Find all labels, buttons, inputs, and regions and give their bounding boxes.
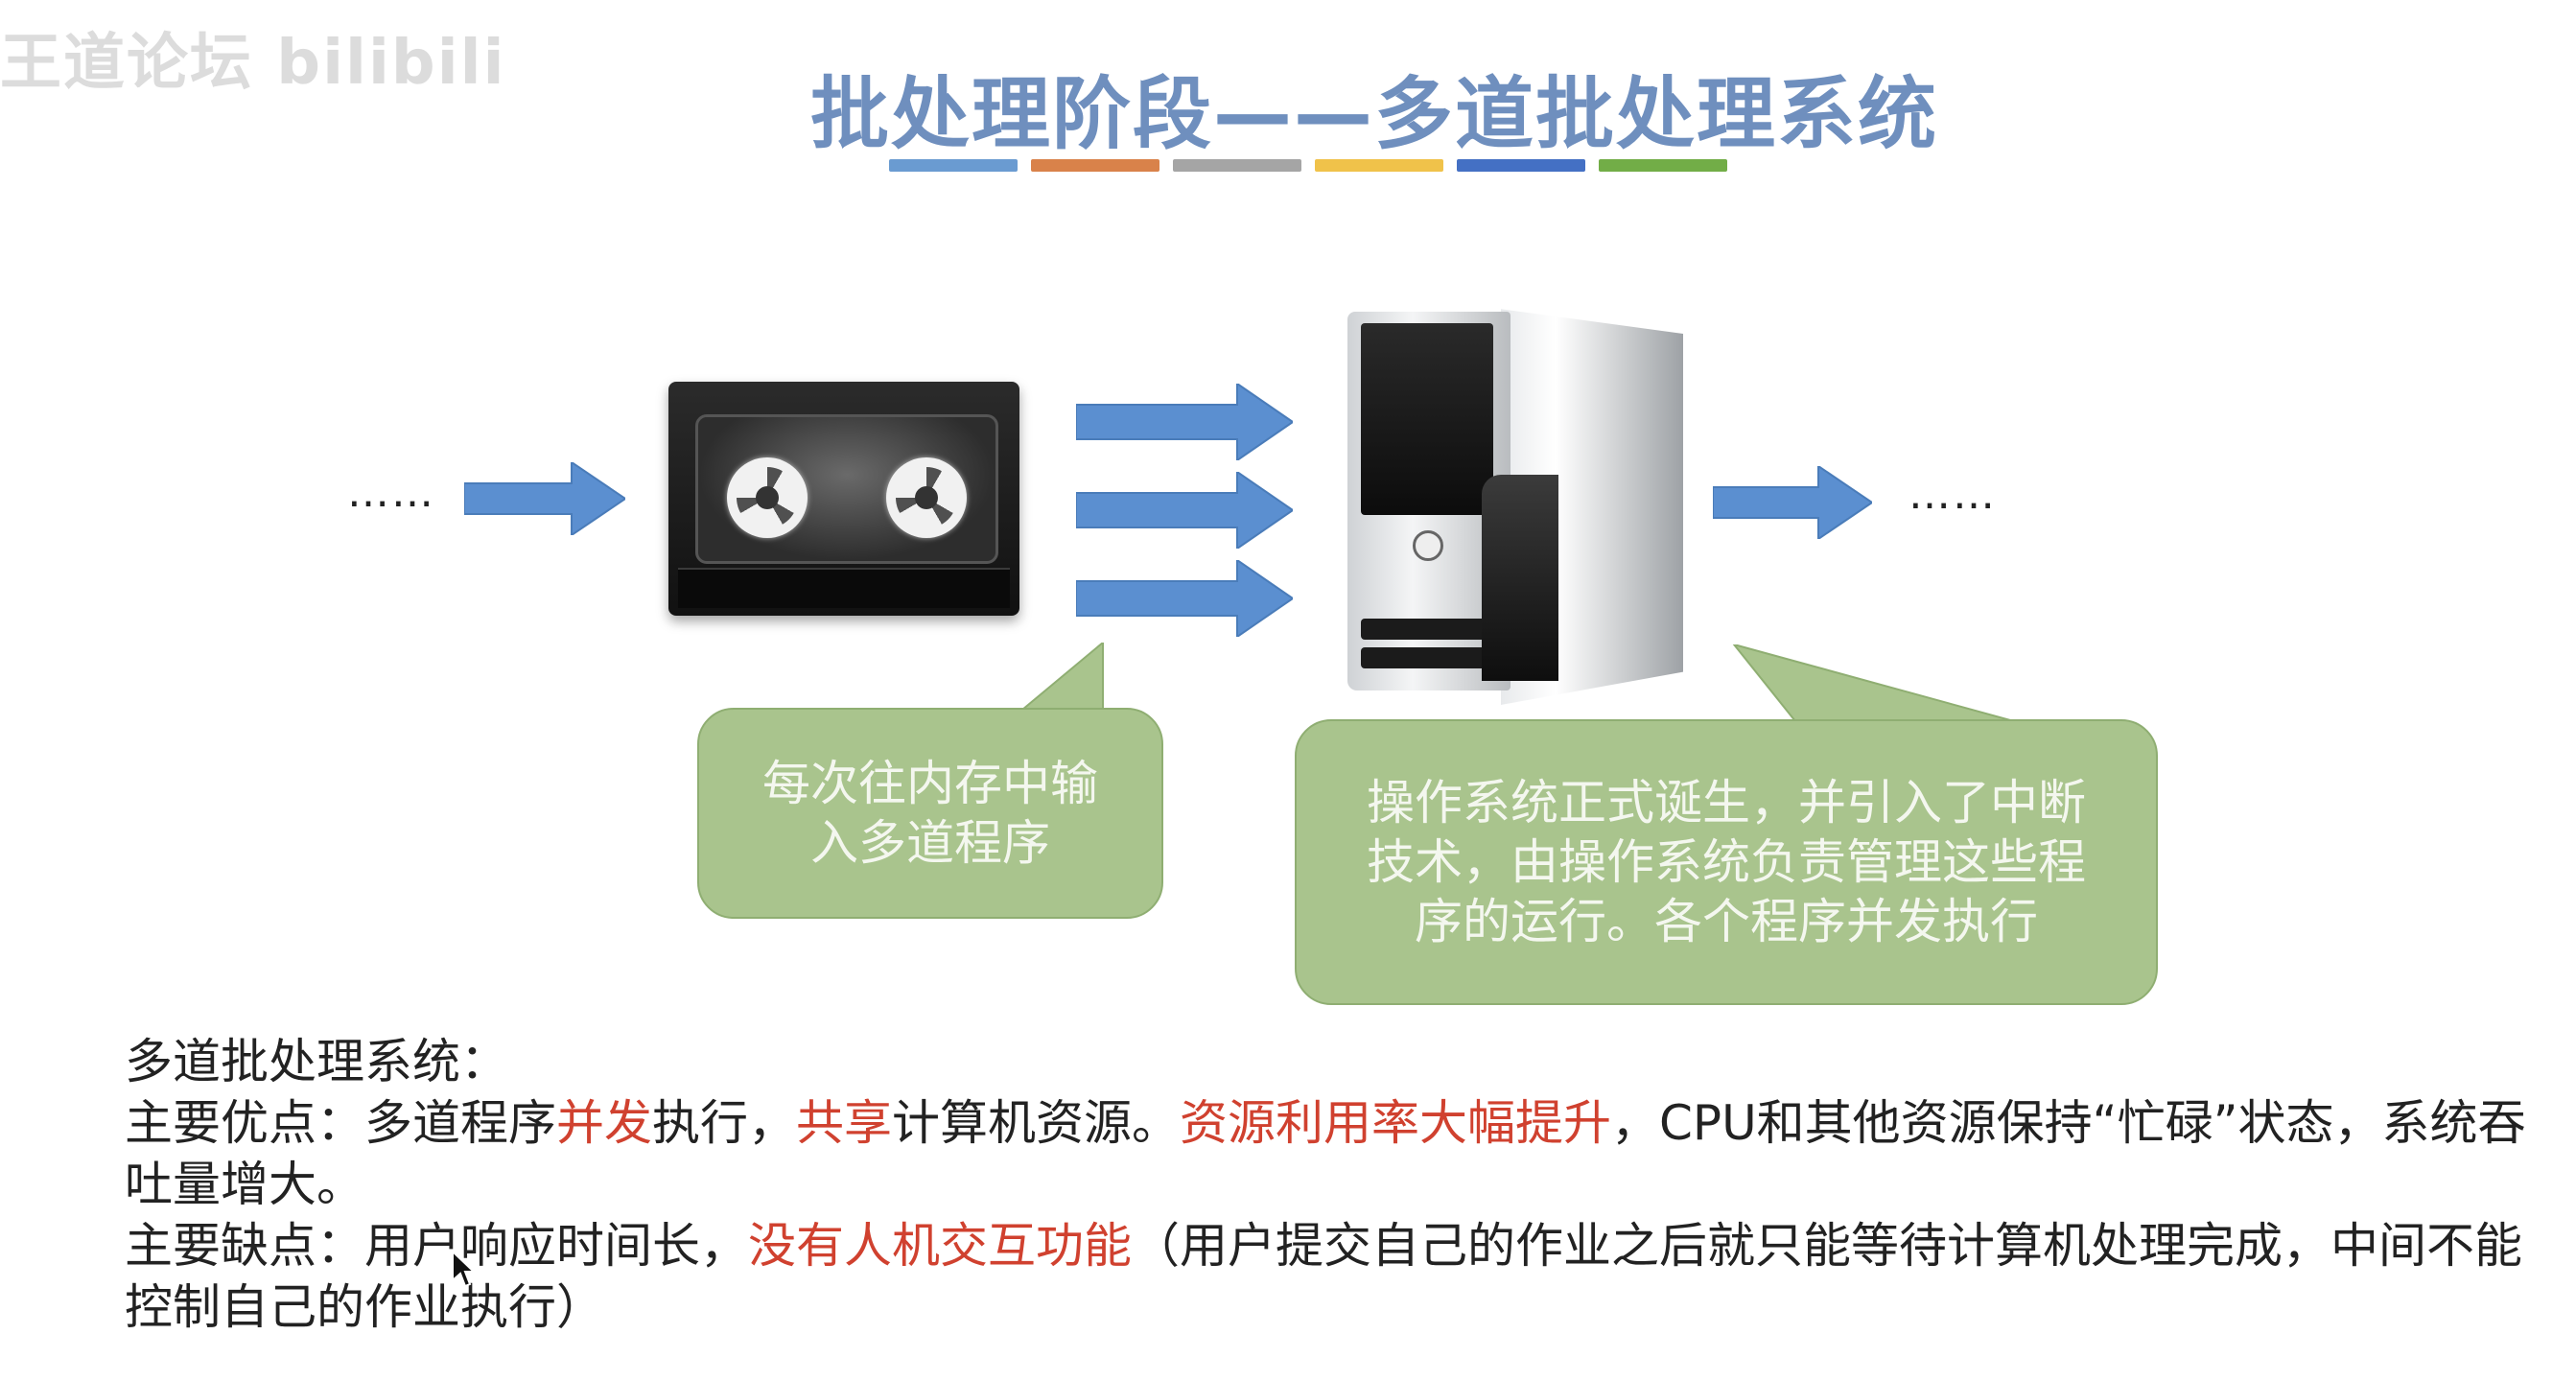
tape-drive-icon	[668, 382, 1019, 616]
callout-right-line1: 操作系统正式诞生，并引入了中断	[1367, 775, 2086, 831]
tower-panel	[1482, 475, 1558, 681]
mouse-cursor-icon	[452, 1250, 476, 1288]
pros-highlight-share: 共享	[796, 1095, 892, 1151]
title-underline-bars	[889, 159, 1727, 173]
cons-label: 主要缺点：用户响应时间长，	[125, 1218, 748, 1274]
callout-os-born: 操作系统正式诞生，并引入了中断 技术，由操作系统负责管理这些程 序的运行。各个程…	[1295, 719, 2158, 1005]
pros-text-1: 执行，	[652, 1095, 796, 1151]
callout-left-line1: 每次往内存中输	[762, 756, 1098, 811]
watermark: 王道论坛 bilibili	[0, 28, 506, 99]
slide-title: 批处理阶段——多道批处理系统	[809, 69, 1938, 160]
pros-label: 主要优点：多道程序	[125, 1095, 556, 1151]
tape-reel-left	[727, 457, 808, 538]
right-arrow-icon	[1076, 472, 1293, 549]
title-bar-gray	[1173, 159, 1301, 172]
right-arrow-icon	[464, 462, 625, 535]
tape-window	[695, 414, 998, 564]
pros-highlight-utilization: 资源利用率大幅提升	[1180, 1095, 1611, 1151]
right-ellipsis: ……	[1909, 470, 1997, 519]
title-bar-yellow	[1315, 159, 1443, 172]
left-ellipsis: ……	[347, 468, 435, 517]
description-text: 多道批处理系统： 主要优点：多道程序并发执行，共享计算机资源。资源利用率大幅提升…	[125, 1031, 2541, 1338]
callout-right-line2: 技术，由操作系统负责管理这些程	[1367, 834, 2086, 890]
right-arrow-icon	[1713, 466, 1872, 539]
cons-paragraph: 主要缺点：用户响应时间长，没有人机交互功能（用户提交自己的作业之后就只能等待计算…	[125, 1215, 2541, 1338]
title-bar-orange	[1031, 159, 1159, 172]
pros-text-2: 计算机资源。	[892, 1095, 1180, 1151]
callout-left-line2: 入多道程序	[810, 815, 1050, 871]
title-bar-green	[1599, 159, 1727, 172]
power-button-icon	[1413, 530, 1443, 561]
callout-input-programs: 每次往内存中输 入多道程序	[697, 708, 1163, 919]
cons-text-end: （用户提交自己的作业之后就只能等待计算机处理完成，中间不能控制自己的作业执行）	[125, 1218, 2522, 1335]
tower-vent-2	[1361, 647, 1493, 668]
tape-reel-right	[886, 457, 967, 538]
pros-text-end: ，CPU和其他资源保持“忙碌”状态，系统吞吐量增大。	[125, 1095, 2526, 1212]
description-heading: 多道批处理系统：	[125, 1034, 508, 1089]
pc-tower-icon	[1347, 293, 1683, 705]
title-bar-blue	[889, 159, 1018, 172]
pros-highlight-concurrent: 并发	[556, 1095, 652, 1151]
callout-right-line3: 序的运行。各个程序并发执行	[1415, 894, 2038, 949]
right-arrow-icon	[1076, 384, 1293, 460]
cons-highlight-no-interaction: 没有人机交互功能	[748, 1218, 1132, 1274]
tower-drive-bay	[1361, 323, 1493, 515]
title-bar-navy	[1457, 159, 1585, 172]
right-arrow-icon	[1076, 560, 1293, 637]
tower-vent-1	[1361, 619, 1493, 640]
tape-slot	[678, 568, 1010, 608]
bubble-tail-right	[1732, 644, 2014, 731]
pros-paragraph: 主要优点：多道程序并发执行，共享计算机资源。资源利用率大幅提升，CPU和其他资源…	[125, 1092, 2541, 1215]
